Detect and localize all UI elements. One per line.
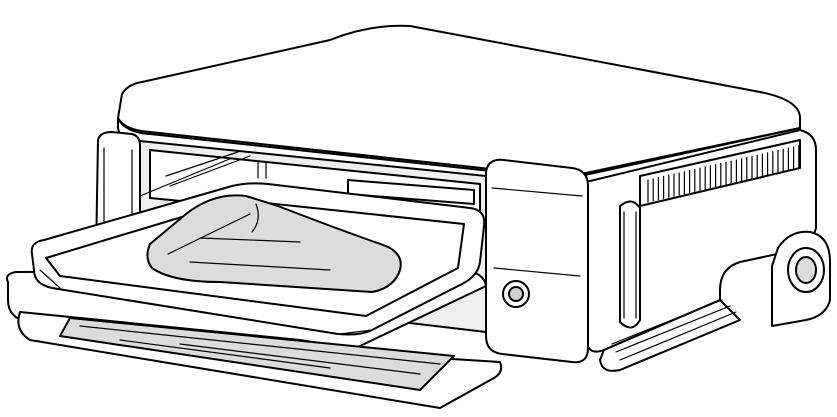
side-handle-slot	[619, 200, 641, 329]
control-knob-center	[508, 286, 524, 302]
hinge-foot	[771, 230, 831, 327]
control-panel	[485, 158, 589, 364]
crumb-tray	[17, 311, 503, 409]
food-on-tray	[146, 194, 402, 293]
heating-element-bracket	[347, 179, 475, 205]
side-vent-grille	[639, 139, 801, 207]
oven-lid-top	[117, 24, 801, 182]
